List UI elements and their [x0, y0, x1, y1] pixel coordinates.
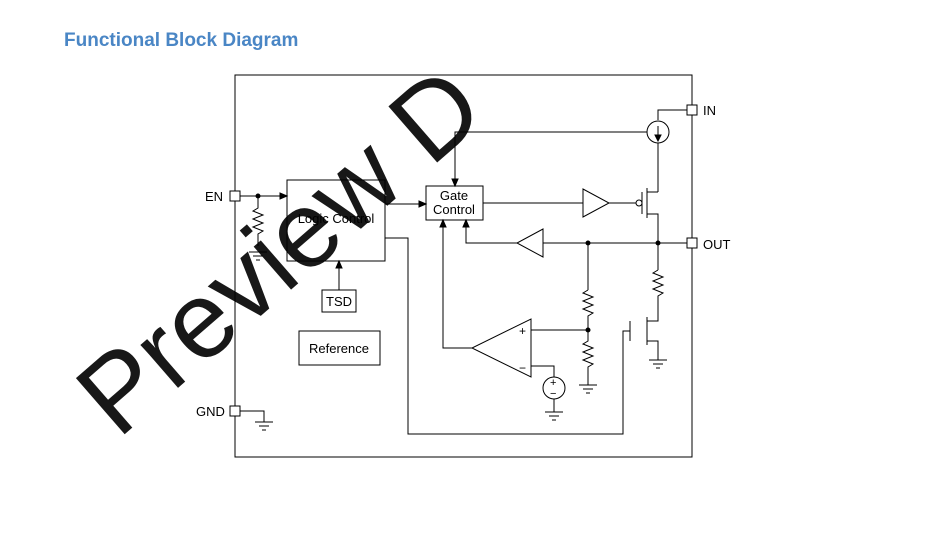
ground-symbol — [255, 421, 273, 431]
pass-fet-gate-bubble — [635, 199, 643, 207]
ground-symbol — [545, 411, 563, 421]
reference-label: Reference — [309, 341, 369, 356]
logic-control-block — [286, 179, 386, 262]
comparator-minus-sign: − — [519, 361, 526, 375]
divider-resistor-top — [581, 289, 595, 330]
ground-symbol — [649, 359, 667, 369]
source-minus-sign: − — [550, 388, 556, 400]
discharge-resistor — [651, 269, 665, 318]
gate-control-label-line1: Gate — [440, 188, 468, 203]
reference-block — [298, 330, 381, 366]
tsd-label: TSD — [326, 294, 352, 309]
en-pin-label: EN — [205, 189, 223, 204]
en-pulldown-resistor — [251, 196, 265, 246]
divider-resistor-bottom — [581, 330, 595, 385]
page-title: Functional Block Diagram — [64, 30, 299, 51]
ground-symbol — [579, 384, 597, 394]
ground-symbol — [249, 251, 267, 261]
in-pin-label: IN — [703, 103, 716, 118]
output-sense-buffer — [515, 228, 544, 258]
gate-driver-buffer — [582, 188, 611, 218]
out-pin-label: OUT — [703, 237, 731, 252]
gnd-pin — [229, 405, 241, 417]
error-amplifier — [470, 318, 532, 378]
out-pin — [686, 237, 698, 249]
comparator-plus-sign: + — [519, 324, 526, 338]
in-pin — [686, 104, 698, 116]
gate-control-label-line2: Control — [433, 202, 475, 217]
en-pin — [229, 190, 241, 202]
pass-fet — [641, 188, 659, 243]
source-plus-sign: + — [550, 377, 556, 389]
chip-boundary — [234, 74, 693, 458]
discharge-fet — [629, 317, 659, 360]
logic-control-label: Logic Control — [298, 211, 375, 226]
gnd-pin-label: GND — [196, 404, 225, 419]
